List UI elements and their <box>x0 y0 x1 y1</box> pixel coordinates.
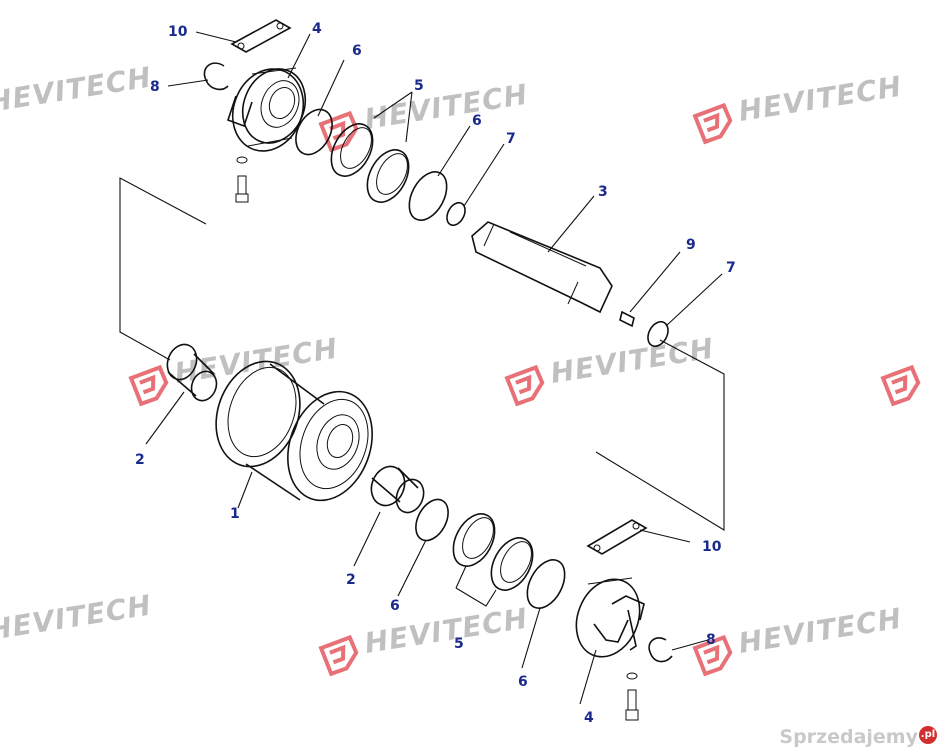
watermark-logo-icon <box>692 102 733 145</box>
axis-line-right <box>595 339 725 531</box>
watermark-7: HEVITECH <box>0 589 154 647</box>
track-roller <box>215 360 373 502</box>
plate-bottom <box>586 519 648 555</box>
watermark-2: HEVITECH <box>318 78 530 153</box>
watermark-text: HEVITECH <box>736 70 904 128</box>
assembly-axis-lines <box>119 177 725 531</box>
callout-numbers: 10 4 8 6 5 6 7 3 9 7 2 1 2 6 5 6 4 10 8 <box>135 21 736 726</box>
o-ring-top-1 <box>295 108 333 156</box>
bushing-right <box>370 465 425 514</box>
callout-2-right: 2 <box>346 572 356 588</box>
callout-10-bottom: 10 <box>702 539 722 555</box>
watermark-layer: HEVITECH HEVITECH HEVITECH HEVITECH HEVI… <box>0 61 921 677</box>
watermark-text: HEVITECH <box>362 602 530 660</box>
bolt-bottom <box>625 672 639 721</box>
watermark-5: HEVITECH <box>504 332 716 407</box>
leader-lines <box>145 31 723 705</box>
callout-5-bottom: 5 <box>454 636 464 652</box>
floating-seal-bottom <box>452 513 534 591</box>
shaft <box>471 221 613 314</box>
floating-seal-top <box>330 123 410 203</box>
callout-1: 1 <box>230 506 240 522</box>
site-watermark-name: Sprzedajemy <box>779 726 918 748</box>
watermark-logo-icon <box>504 364 545 407</box>
axis-line-left <box>119 177 207 361</box>
small-o-ring-top <box>446 201 466 227</box>
watermark-text: HEVITECH <box>736 602 904 660</box>
watermark-text: HEVITECH <box>548 332 716 390</box>
watermark-text: HEVITECH <box>0 589 154 647</box>
site-watermark: Sprzedajemy.pl <box>779 726 937 748</box>
snap-ring-bottom <box>648 637 673 663</box>
callout-6-bottom-b: 6 <box>518 674 528 690</box>
watermark-logo-icon <box>318 634 359 677</box>
small-o-ring-right <box>647 320 669 348</box>
watermark-3: HEVITECH <box>692 70 904 145</box>
callout-9: 9 <box>686 237 696 253</box>
watermark-1: HEVITECH <box>0 61 154 119</box>
callout-10-top: 10 <box>168 24 188 40</box>
callout-4-bottom: 4 <box>584 710 594 726</box>
callout-5-top: 5 <box>414 78 424 94</box>
bolt-top <box>235 156 249 203</box>
collar-bottom <box>575 577 645 658</box>
snap-ring-top <box>203 62 229 91</box>
callout-7-top: 7 <box>506 131 516 147</box>
watermark-logo-icon <box>128 364 169 407</box>
watermark-logo-icon <box>880 364 921 407</box>
callout-8-top: 8 <box>150 79 160 95</box>
watermark-text: HEVITECH <box>0 61 154 119</box>
o-ring-bottom-2 <box>526 559 566 609</box>
callout-6-bottom-a: 6 <box>390 598 400 614</box>
callout-4-top: 4 <box>312 21 322 37</box>
callout-7-right: 7 <box>726 260 736 276</box>
o-ring-bottom-1 <box>415 498 449 542</box>
plate-top <box>230 19 292 53</box>
callout-6-top-a: 6 <box>352 43 362 59</box>
callout-8-bottom: 8 <box>706 632 716 648</box>
watermark-logo-icon <box>692 634 733 677</box>
callout-6-top-b: 6 <box>472 113 482 129</box>
watermark-8: HEVITECH <box>318 602 530 677</box>
collar-top <box>226 67 307 152</box>
watermark-6 <box>880 364 921 407</box>
watermark-9: HEVITECH <box>692 602 904 677</box>
plug-bolt <box>619 310 635 328</box>
callout-2-left: 2 <box>135 452 145 468</box>
watermark-text: HEVITECH <box>362 78 530 136</box>
bushing-left <box>166 343 218 402</box>
site-watermark-badge: .pl <box>919 726 937 744</box>
watermark-text: HEVITECH <box>172 332 340 390</box>
callout-3: 3 <box>598 184 608 200</box>
